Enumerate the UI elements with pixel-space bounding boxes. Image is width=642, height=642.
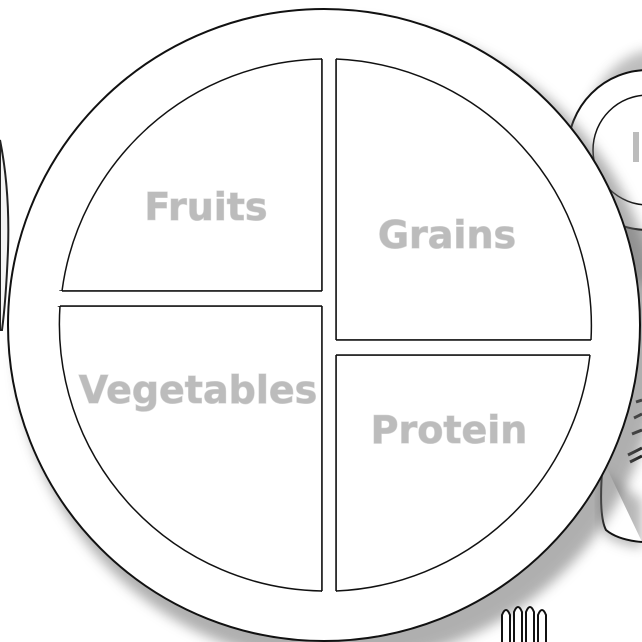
fruits-label: Fruits [144, 185, 267, 229]
fork-icon [502, 607, 546, 642]
grains-label: Grains [378, 213, 516, 257]
vegetables-label: Vegetables [79, 368, 318, 412]
protein-label: Protein [371, 408, 528, 452]
napkin-icon [0, 140, 8, 330]
